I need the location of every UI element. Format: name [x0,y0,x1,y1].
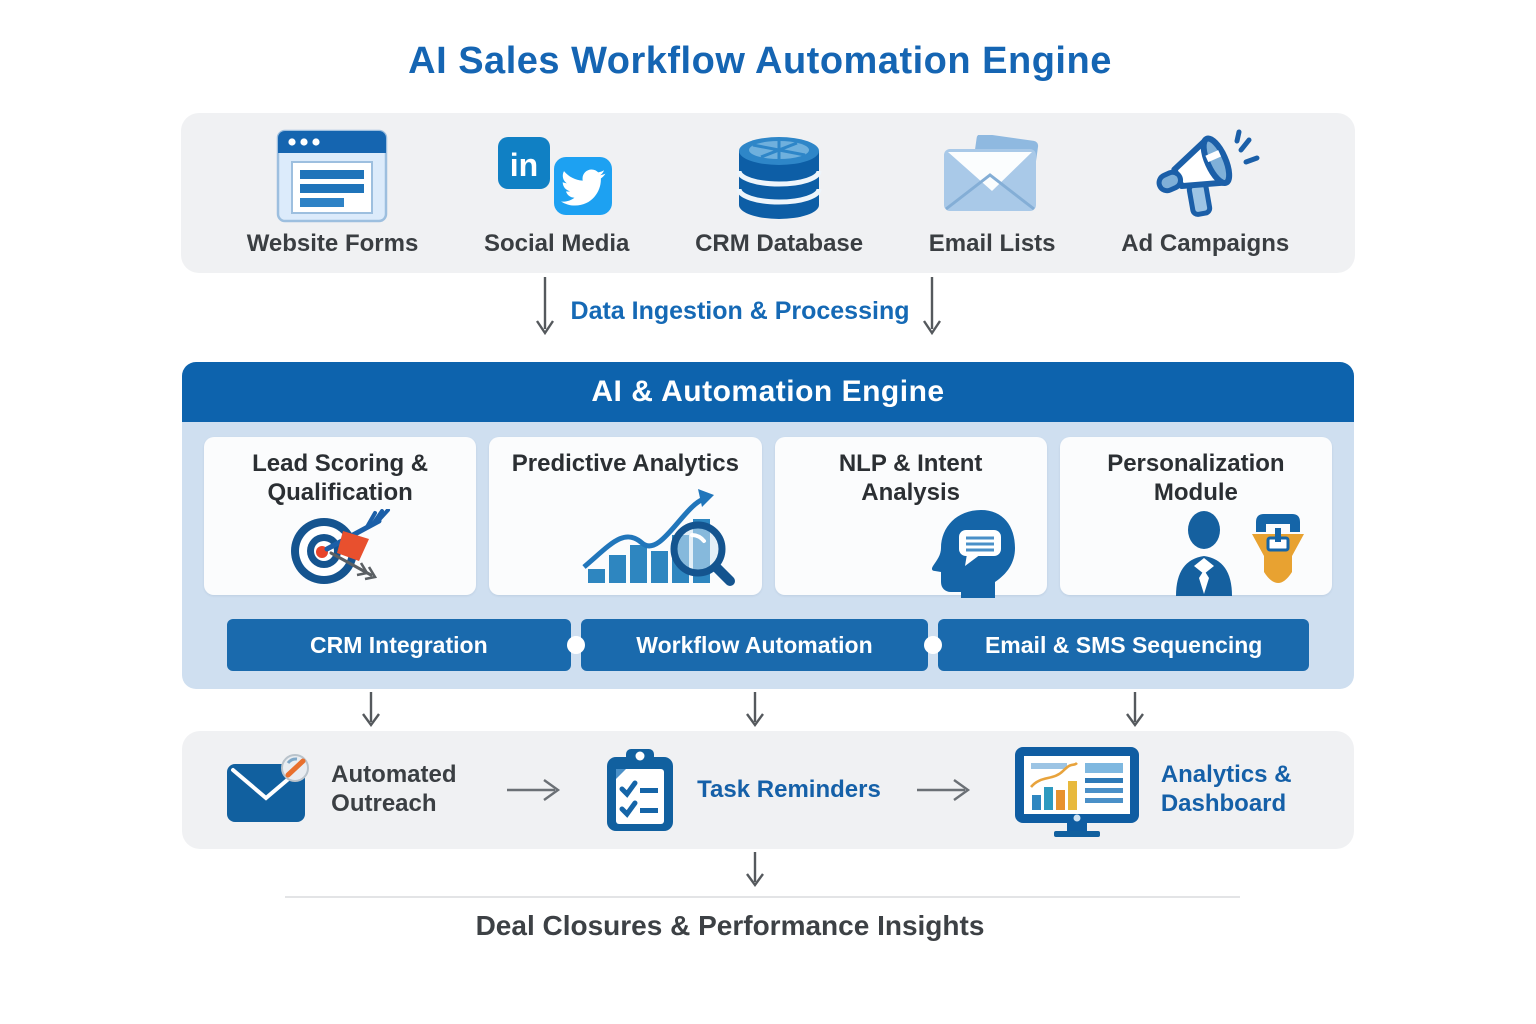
head-speech-icon [785,508,1037,598]
source-crm-database: CRM Database [695,128,863,258]
module-lead-scoring: Lead Scoring & Qualification [204,437,477,595]
output-label: Task Reminders [697,775,881,803]
output-analytics-dashboard: Analytics & Dashboard [1011,743,1311,837]
module-title: Personalization Module [1107,450,1285,507]
module-personalization: Personalization Module [1059,437,1332,596]
divider-line [285,896,1240,898]
output-label: Analytics & Dashboard [1160,761,1292,817]
source-ad-campaigns: Ad Campaigns [1121,128,1289,258]
engine-body: Lead Scoring & Qualification [182,422,1354,689]
integrations-row: CRM Integration Workflow Automation Emai… [227,619,1309,671]
down-arrow [536,277,554,336]
module-title: Lead Scoring & Qualification [252,450,429,507]
down-arrow [1126,692,1144,728]
linkedin-twitter-icon: in [496,128,618,224]
integration-email-sms: Email & SMS Sequencing [938,619,1309,671]
connector-gap [924,619,943,671]
source-website-forms: Website Forms [246,128,419,258]
svg-text:in: in [509,147,537,183]
outputs-panel: Automated Outreach [182,731,1354,849]
integration-crm: CRM Integration [227,619,571,671]
connector-gap [566,619,585,671]
ingestion-label: Data Ingestion & Processing [570,297,910,325]
data-sources-panel: Website Forms in Social Media [181,113,1355,273]
monitor-dashboard-icon [1011,743,1143,837]
source-social-media: in Social Media [484,128,629,258]
source-label: Ad Campaigns [1121,230,1290,257]
clipboard-checklist-icon [601,747,679,833]
down-arrow [746,692,764,728]
source-label: CRM Database [695,230,864,257]
page-title: AI Sales Workflow Automation Engine [408,40,1112,82]
output-label: Automated Outreach [331,761,457,817]
browser-form-icon [276,128,388,224]
megaphone-icon [1149,128,1261,224]
down-arrow [362,692,380,728]
source-label: Social Media [483,230,630,257]
source-label: Website Forms [246,230,419,257]
right-arrow [916,779,970,801]
open-envelope-icon [940,128,1044,224]
connector-dot [924,636,943,654]
source-label: Email Lists [928,230,1056,257]
output-task-reminders: Task Reminders [601,747,881,833]
footer-label: Deal Closures & Performance Insights [475,910,985,941]
source-email-lists: Email Lists [929,128,1056,258]
module-predictive-analytics: Predictive Analytics [489,437,762,595]
connector-dot [566,636,585,654]
envelope-badge-icon [225,754,313,826]
target-dart-icon [214,508,466,587]
module-title: Predictive Analytics [511,450,739,477]
growth-chart-magnifier-icon [499,478,751,587]
down-arrow [923,277,941,336]
output-automated-outreach: Automated Outreach [225,754,471,826]
integration-workflow: Workflow Automation [580,619,929,671]
modules-row: Lead Scoring & Qualification [204,437,1332,598]
engine-panel: AI & Automation Engine Lead Scoring & Qu… [182,362,1354,689]
engine-title: AI & Automation Engine [182,362,1354,422]
module-nlp-intent: NLP & Intent Analysis [774,437,1047,598]
database-icon [731,128,827,224]
down-arrow [746,852,764,888]
module-title: NLP & Intent Analysis [838,450,983,507]
right-arrow [507,779,561,801]
person-funnel-icon [1070,508,1322,596]
